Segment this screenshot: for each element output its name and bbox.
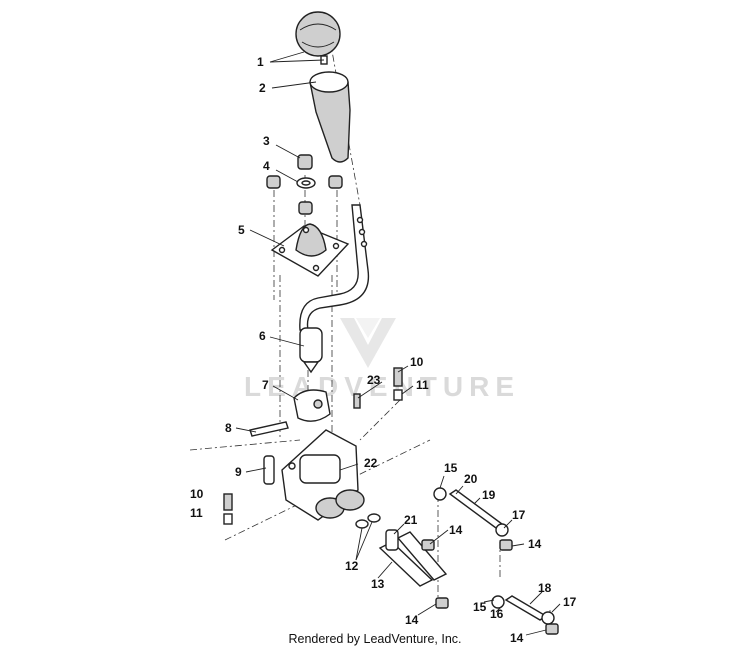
callout-12: 12	[345, 559, 359, 573]
callout-5: 5	[238, 223, 245, 237]
shift-lever	[299, 204, 370, 331]
callout-15-top: 15	[444, 461, 458, 475]
callout-14-right: 14	[528, 537, 542, 551]
lever-base	[299, 327, 323, 374]
callout-18: 18	[538, 581, 552, 595]
spring-23	[353, 393, 361, 409]
callout-15-bottom: 15	[473, 600, 487, 614]
callout-labels: 1 2 3 4 5 6 7 8 9 10 11 23 10 11 22 15 2…	[190, 55, 577, 645]
callout-22: 22	[364, 456, 378, 470]
nut-3	[297, 154, 313, 170]
tie-rod-19	[433, 487, 509, 537]
callout-14-mid: 14	[449, 523, 463, 537]
o-rings	[355, 513, 381, 529]
callout-6: 6	[259, 329, 266, 343]
pin-8	[249, 421, 289, 437]
ball-socket	[293, 389, 331, 422]
callout-23: 23	[367, 373, 381, 387]
callout-2: 2	[259, 81, 266, 95]
nuts-14	[421, 539, 559, 635]
callout-11-left: 11	[190, 506, 203, 520]
callout-21: 21	[404, 513, 418, 527]
callout-3: 3	[263, 134, 270, 148]
dowel-9	[263, 455, 275, 485]
footer-credit: Rendered by LeadVenture, Inc.	[288, 632, 462, 646]
rod-end-21	[385, 529, 399, 551]
callout-7: 7	[262, 378, 269, 392]
center-lines	[189, 39, 551, 635]
callout-4: 4	[263, 159, 270, 173]
watermark-text: LEADVENTURE	[244, 371, 520, 402]
spring-10-right	[393, 367, 403, 401]
callout-10-left: 10	[190, 487, 204, 501]
callout-1: 1	[257, 55, 264, 69]
callout-9: 9	[235, 465, 242, 479]
leader-lines	[235, 51, 561, 636]
callout-13: 13	[371, 577, 385, 591]
callout-17-bottom: 17	[563, 595, 577, 609]
mount-nuts	[266, 175, 343, 215]
callout-8: 8	[225, 421, 232, 435]
shift-housing	[281, 429, 365, 521]
shift-plate	[270, 223, 350, 277]
callout-14-lower-right: 14	[510, 631, 524, 645]
callout-19: 19	[482, 488, 496, 502]
callout-11-right: 11	[416, 378, 429, 392]
watermark-logo	[340, 318, 396, 368]
washer-4	[296, 177, 316, 189]
callout-10-right: 10	[410, 355, 424, 369]
tie-rod-18	[491, 595, 555, 625]
callout-20: 20	[464, 472, 478, 486]
spring-10-left	[223, 493, 233, 525]
callout-17-top: 17	[512, 508, 526, 522]
callout-16: 16	[490, 607, 504, 621]
shift-boot	[309, 71, 351, 163]
callout-14-bottom: 14	[405, 613, 419, 627]
shift-knob	[295, 11, 341, 57]
